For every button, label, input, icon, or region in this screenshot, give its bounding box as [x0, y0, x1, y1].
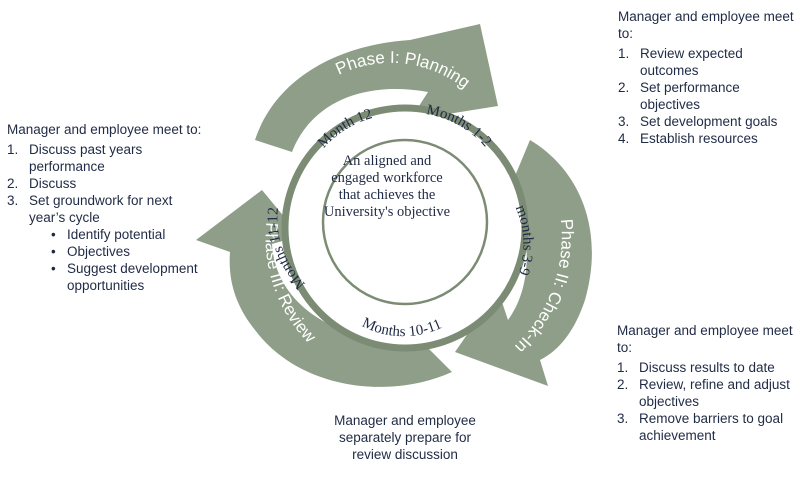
- list-item: 2.Discuss: [7, 176, 77, 191]
- list-item: 3.Set development goals: [618, 114, 778, 129]
- list-item: 1.Review expected outcomes: [618, 46, 743, 78]
- review-notes-intro: Manager and employee meet to:: [7, 122, 202, 137]
- list-item: Objectives: [29, 243, 207, 260]
- checkin-arrow: [455, 140, 592, 386]
- prepare-note: Manager and employee separately prepare …: [334, 413, 476, 462]
- checkin-steps: 1.Discuss results to date 2.Review, refi…: [617, 359, 802, 444]
- list-item: 3.Set groundwork for next year’s cycle I…: [7, 192, 207, 294]
- list-item: 1.Discuss results to date: [617, 360, 775, 375]
- center-hub: [321, 138, 489, 306]
- list-item: 2.Review, refine and adjust objectives: [617, 377, 790, 409]
- planning-notes: Manager and employee meet to: 1.Review e…: [618, 8, 803, 147]
- review-steps: 1.Discuss past years performance 2.Discu…: [7, 141, 207, 294]
- list-item: 2.Set performance objectives: [618, 80, 740, 112]
- review-arrow: [196, 190, 452, 387]
- list-item: Suggest development opportunities: [29, 260, 207, 294]
- center-statement: An aligned and engaged workforce that ac…: [323, 153, 451, 220]
- planning-steps: 1.Review expected outcomes 2.Set perform…: [618, 45, 803, 147]
- planning-arrow: [255, 24, 498, 152]
- planning-notes-intro: Manager and employee meet to:: [618, 9, 794, 41]
- list-item: 1.Discuss past years performance: [7, 142, 143, 174]
- review-notes: Manager and employee meet to: 1.Discuss …: [7, 121, 207, 294]
- checkin-notes-intro: Manager and employee meet to:: [617, 323, 793, 355]
- list-item: Identify potential: [29, 226, 207, 243]
- checkin-notes: Manager and employee meet to: 1.Discuss …: [617, 322, 802, 444]
- list-item: 4.Establish resources: [618, 131, 758, 146]
- review-sub-bullets: Identify potential Objectives Suggest de…: [29, 226, 207, 294]
- list-item: 3.Remove barriers to goal achievement: [617, 411, 784, 443]
